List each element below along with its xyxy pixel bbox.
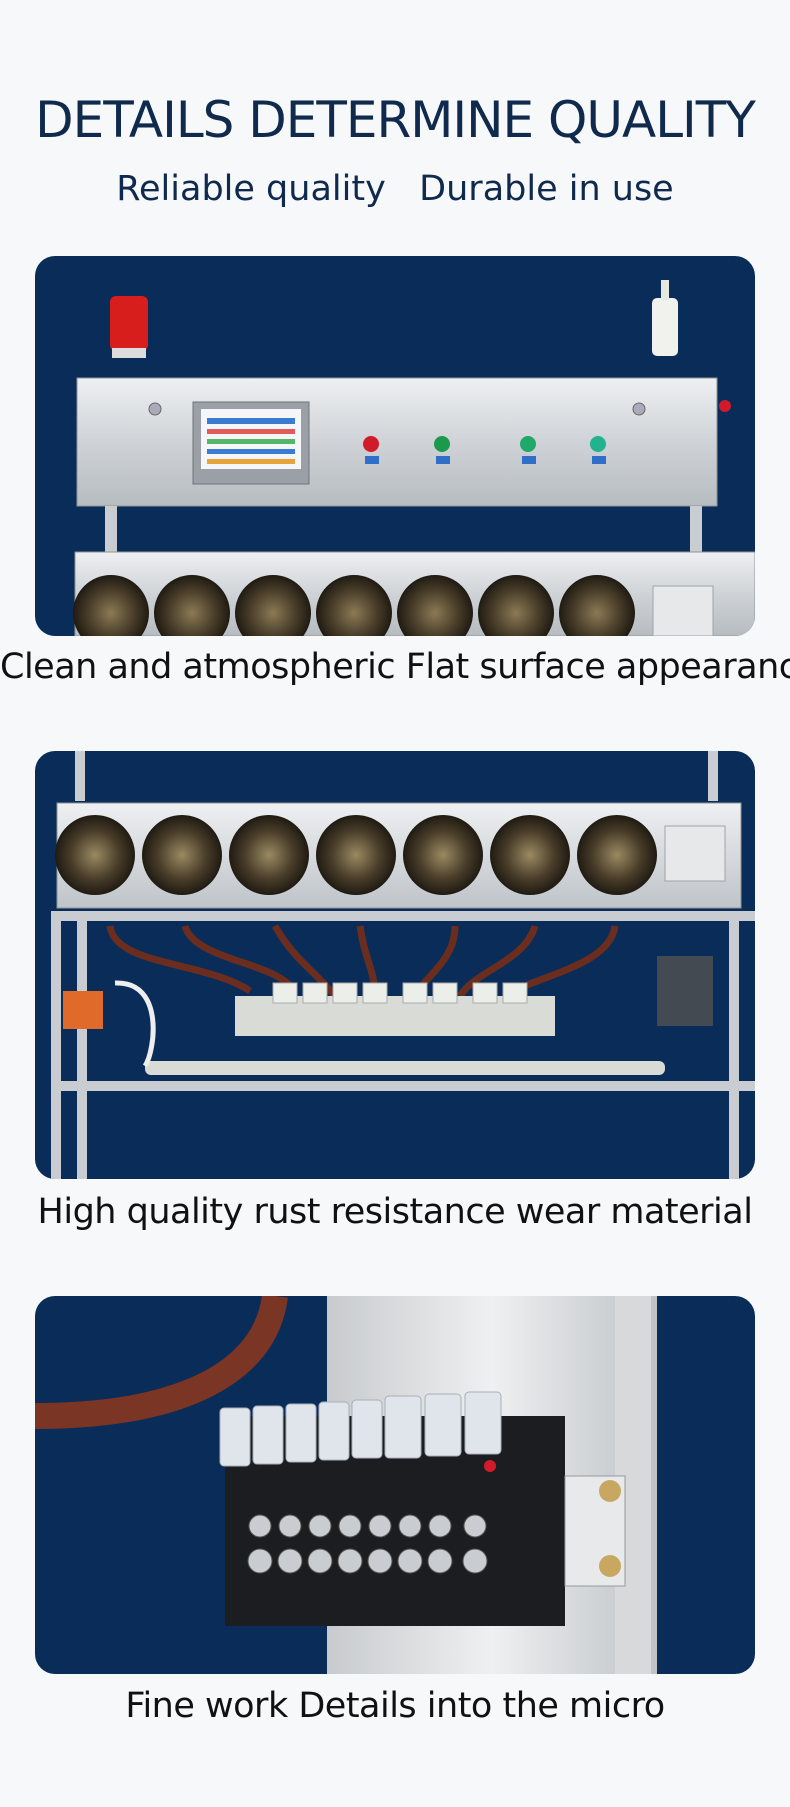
solenoid-valve-photo (35, 1296, 755, 1674)
page-title: DETAILS DETERMINE QUALITY (35, 91, 756, 149)
pump-rack-photo (35, 751, 755, 1179)
control-box-photo (35, 256, 755, 636)
section-caption-3: Fine work Details into the micro (125, 1686, 665, 1726)
page-subtitle: Reliable quality Durable in use (116, 169, 674, 209)
section-caption-1: Clean and atmospheric Flat surface appea… (0, 647, 790, 687)
section-caption-2: High quality rust resistance wear materi… (37, 1192, 753, 1232)
